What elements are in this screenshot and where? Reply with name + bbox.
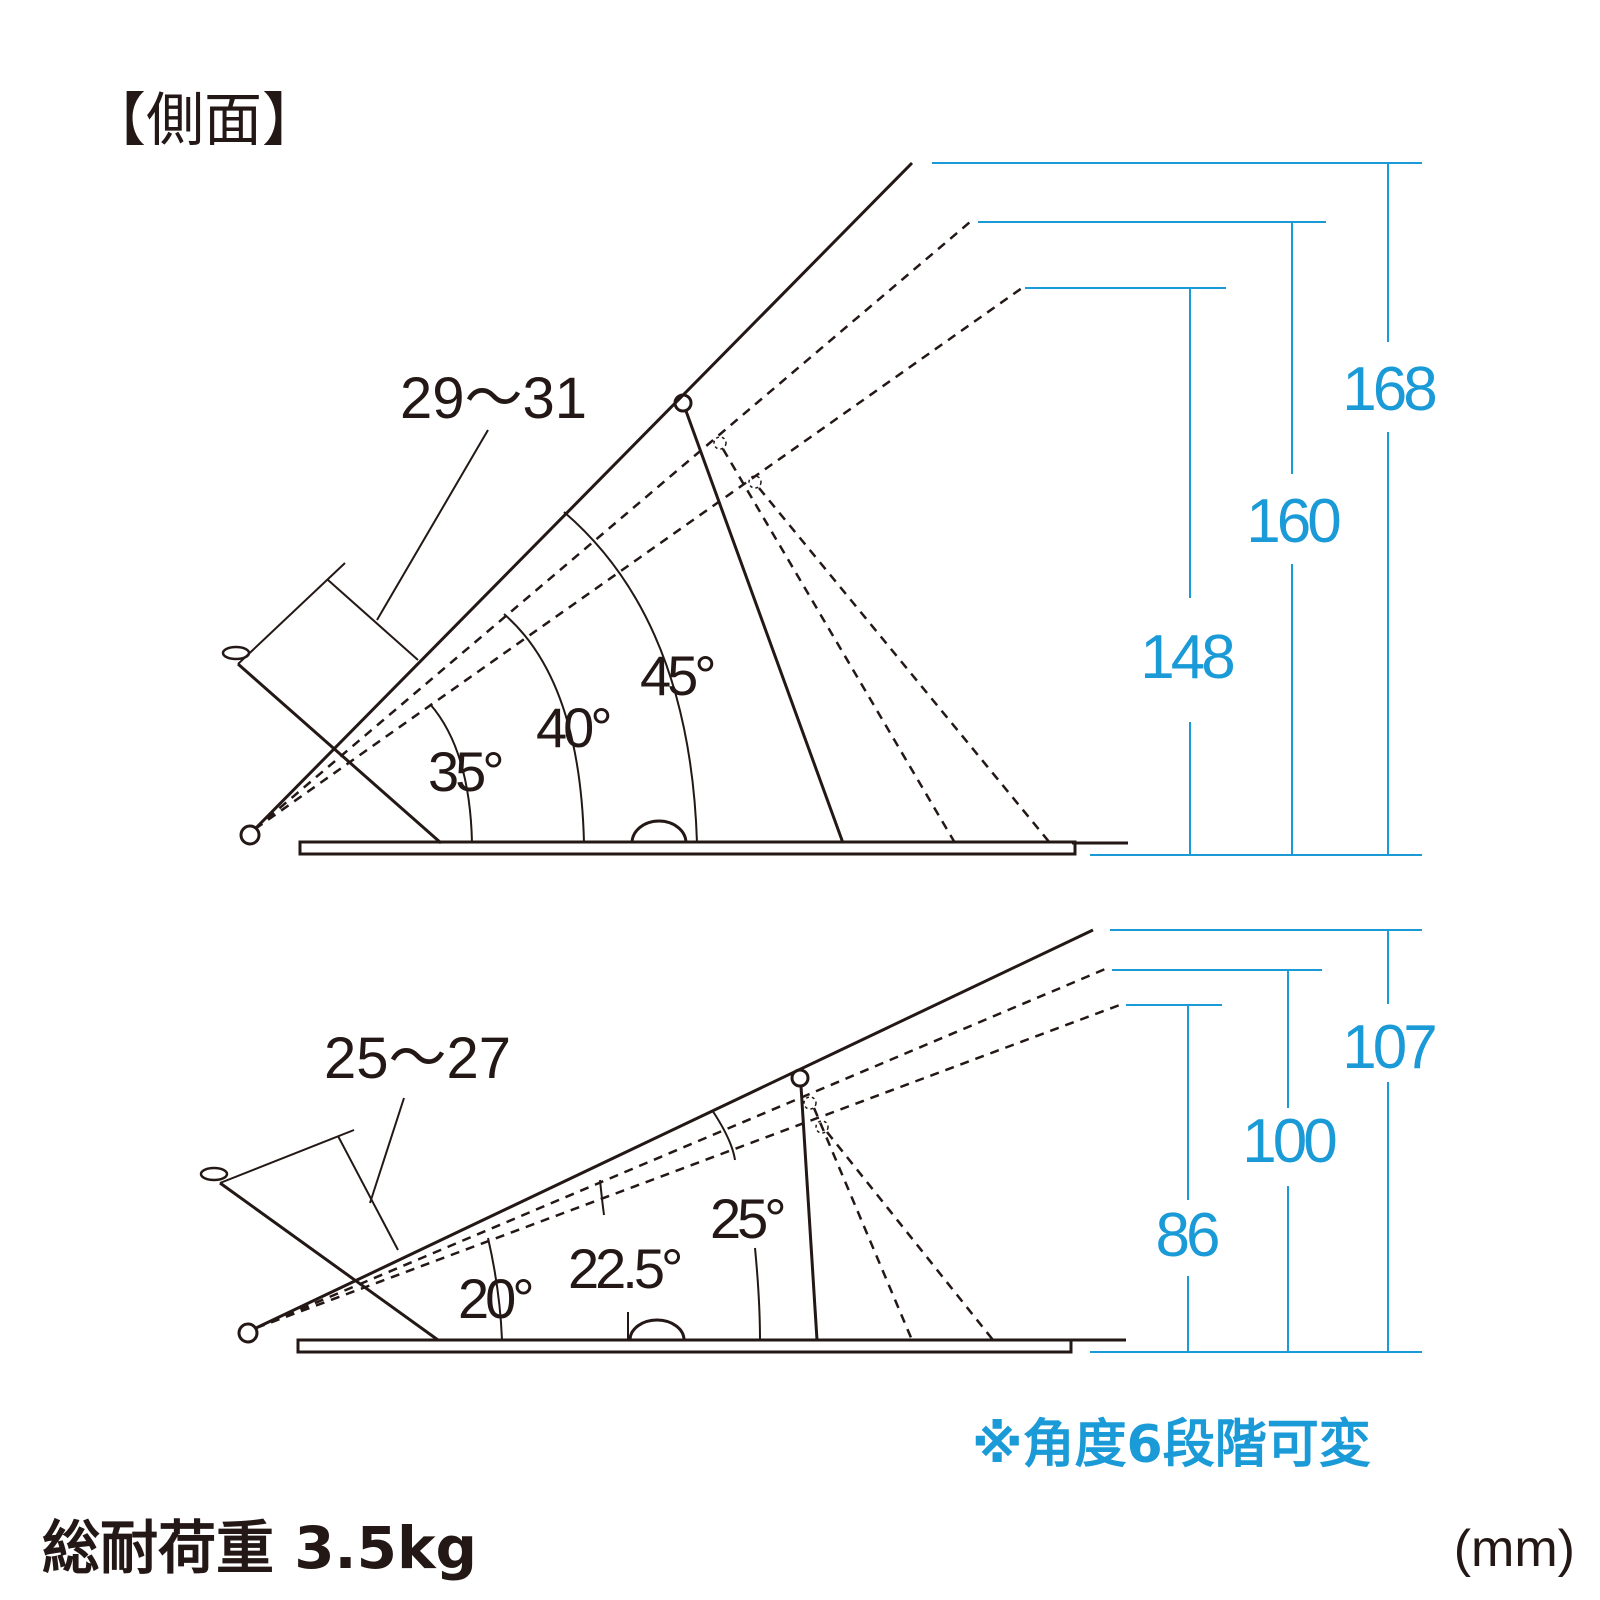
bottom-support-leg-20: [826, 1131, 994, 1341]
top-arc-45: [563, 511, 698, 844]
top-front-lip: [237, 662, 442, 845]
bottom-lip-dimension-line-2: [337, 1135, 399, 1251]
bottom-lip-dimension-line: [219, 1129, 355, 1184]
total-load-label: 総耐荷重 3.5kg: [42, 1514, 477, 1582]
bottom-stopper: [199, 1166, 229, 1182]
bottom-handle-label: 25～27: [324, 1026, 511, 1091]
top-handle-leader: [376, 429, 489, 621]
bottom-angle-20-label: 20°: [458, 1267, 532, 1330]
title-label: 【側面】: [88, 88, 320, 153]
top-base-knob: [630, 819, 688, 844]
bottom-arc-25-foot: [754, 1247, 761, 1341]
bottom-arc-20: [487, 1237, 503, 1341]
top-leg-pivot-40: [713, 436, 727, 450]
bottom-leg-pivot-20: [815, 1120, 829, 1134]
top-height-160: 160: [1246, 487, 1340, 556]
bottom-angle-25-label: 25°: [710, 1187, 784, 1250]
top-plate-40: [254, 221, 971, 830]
top-stopper: [221, 645, 251, 661]
top-plate-35: [254, 286, 1023, 831]
top-leg-pivot: [673, 393, 693, 413]
bottom-leg-pivot: [790, 1068, 810, 1088]
top-leg-pivot-35: [748, 475, 762, 489]
bottom-handle-leader: [369, 1097, 405, 1204]
bottom-front-lip: [219, 1181, 439, 1342]
bottom-arc-22-5: [599, 1179, 605, 1216]
top-lip-dimension-line: [237, 562, 346, 665]
bottom-hinge: [237, 1322, 259, 1344]
top-angle-45-label: 45°: [640, 644, 714, 707]
bottom-angle-22-5-label: 22.5°: [568, 1237, 681, 1300]
bottom-height-100: 100: [1242, 1107, 1336, 1176]
bottom-arc-25: [711, 1109, 736, 1161]
bottom-height-107: 107: [1342, 1013, 1435, 1082]
top-arc-35: [429, 703, 473, 844]
bottom-leg-pivot-22-5: [803, 1096, 817, 1110]
bottom-support-leg-22-5: [812, 1107, 914, 1341]
top-arc-40: [503, 613, 585, 844]
bottom-support-leg: [799, 1085, 819, 1341]
angle-note: ※角度6段階可変: [972, 1415, 1371, 1475]
top-height-148: 148: [1140, 623, 1233, 692]
bottom-height-86: 86: [1156, 1201, 1218, 1270]
bottom-base-plate: [296, 1338, 1073, 1354]
bottom-plate-22-5: [255, 965, 1111, 1330]
top-angle-35-label: 35°: [428, 740, 502, 803]
bottom-plate-20: [255, 1001, 1126, 1330]
top-support-leg: [684, 410, 845, 844]
top-stand-diagram: 29～31 35° 40° 45° 168 160 148: [221, 161, 1439, 856]
top-hinge: [239, 824, 261, 846]
unit-label: (mm): [1454, 1520, 1575, 1578]
top-base-plate: [298, 840, 1077, 856]
bottom-stand-diagram: 25～27 20° 22.5° 25° 107 100 86: [199, 928, 1439, 1354]
top-angle-40-label: 40°: [536, 696, 610, 759]
top-handle-label: 29～31: [400, 366, 587, 431]
top-lip-dimension-line-2: [327, 579, 419, 661]
top-support-leg-40: [721, 448, 957, 844]
top-height-168: 168: [1342, 355, 1435, 424]
top-support-leg-35: [758, 487, 1051, 844]
top-plate-45: [253, 161, 914, 831]
bottom-plate-25: [255, 928, 1094, 1330]
bottom-base-knob: [628, 1318, 686, 1341]
